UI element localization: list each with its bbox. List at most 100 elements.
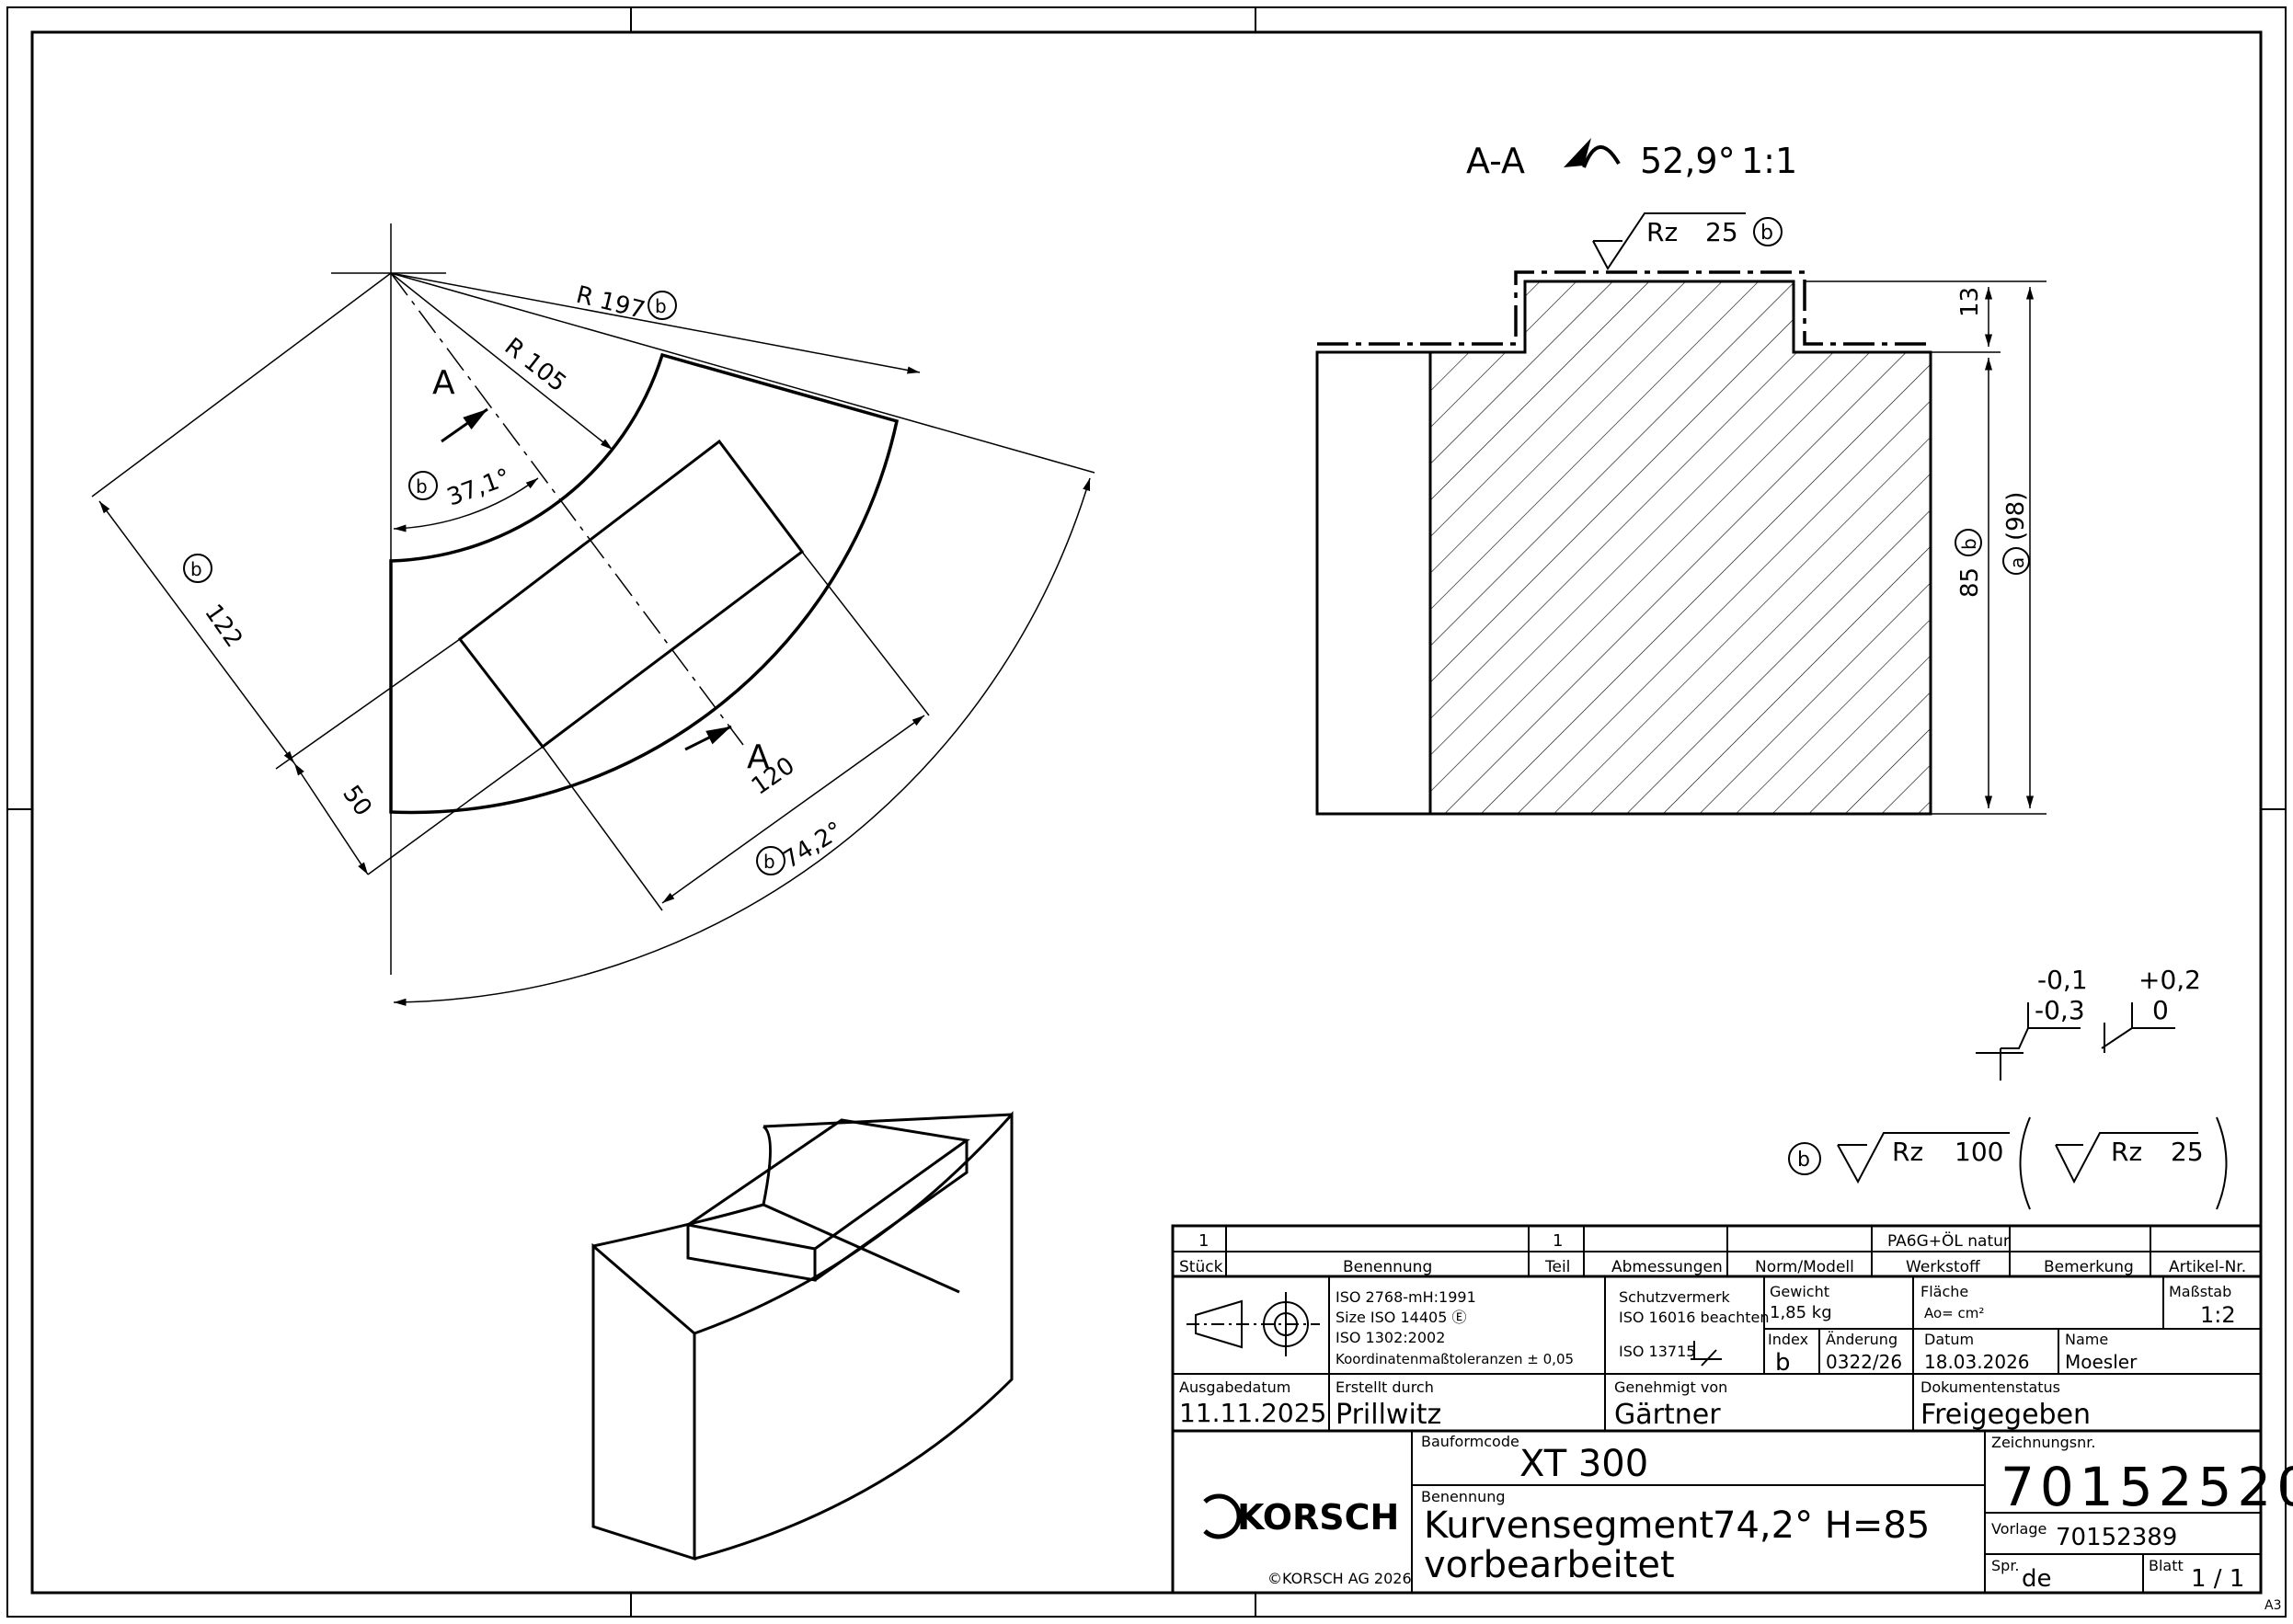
benennung-line1: Kurvensegment (1424, 1504, 1714, 1547)
parts-stueck-value: 1 (1198, 1231, 1209, 1251)
schutz-iso: ISO 13715 (1619, 1343, 1695, 1360)
gen-surface-v2: 25 (2171, 1137, 2204, 1167)
status-label: Dokumentenstatus (1920, 1378, 2060, 1396)
benennung-line1b: 74,2° H=85 (1713, 1504, 1930, 1547)
korsch-logo-text: KORSCH (1237, 1497, 1399, 1538)
section-rotation: 52,9° (1640, 141, 1736, 181)
name-value: Moesler (2065, 1351, 2138, 1373)
dim-angle-small-mark: b (416, 475, 428, 497)
zeichnung-label: Zeichnungsnr. (1991, 1434, 2095, 1451)
vorlage-label: Vorlage (1991, 1520, 2047, 1538)
parts-header-bemerkung: Bemerkung (2044, 1258, 2134, 1276)
gewicht-value: 1,85 kg (1770, 1303, 1832, 1322)
aenderung-value: 0322/26 (1826, 1351, 1902, 1373)
flaeche-label: Fläche (1920, 1283, 1968, 1300)
iso-view (591, 1111, 1014, 1561)
dim-85-mark: b (1958, 538, 1980, 550)
massstab-label: Maßstab (2169, 1283, 2231, 1300)
standard-3: ISO 1302:2002 (1336, 1329, 1445, 1346)
datum-label: Datum (1924, 1331, 1974, 1348)
sheet-size: A3 (2264, 1598, 2281, 1613)
edge-symbol-icon (1691, 1341, 1722, 1367)
parts-header-abmessungen: Abmessungen (1611, 1258, 1723, 1276)
blatt-value: 1 / 1 (2191, 1565, 2244, 1593)
standard-4: Koordinatenmaßtoleranzen ± 0,05 (1336, 1351, 1574, 1367)
ausgabe-label: Ausgabedatum (1179, 1378, 1290, 1396)
genehmigt-value: Gärtner (1614, 1399, 1721, 1431)
section-letter-bottom: A (747, 738, 770, 776)
parts-header-stueck: Stück (1179, 1258, 1223, 1276)
dim-r197: R 197 (573, 281, 648, 325)
massstab-value: 1:2 (2200, 1302, 2236, 1328)
section-letter-top: A (432, 364, 455, 402)
standard-2: Size ISO 14405 Ⓔ (1336, 1309, 1466, 1326)
bauform-value: XT 300 (1519, 1443, 1648, 1485)
rotation-arrow-icon (1582, 145, 1621, 168)
flaeche-value: Ao= cm² (1924, 1305, 1984, 1321)
index-value: b (1775, 1349, 1791, 1377)
dim-98: (98) (2002, 492, 2030, 541)
genehmigt-label: Genehmigt von (1614, 1378, 1727, 1396)
dim-r197-mark: b (655, 295, 667, 317)
name-label: Name (2065, 1331, 2108, 1348)
surface-top-mark: b (1760, 222, 1773, 245)
sprache-label: Spr. (1991, 1557, 2020, 1574)
sprache-value: de (2022, 1565, 2052, 1593)
section-title: A-A 52,9° 1:1 (1466, 138, 1797, 181)
parts-header-werkstoff: Werkstoff (1906, 1258, 1981, 1276)
dim-13: 13 (1956, 287, 1984, 317)
general-surface: b Rz 100 Rz 25 (1788, 1116, 2228, 1210)
zeichnung-value: 70152520 (2001, 1456, 2293, 1518)
index-label: Index (1768, 1331, 1808, 1348)
tol1-bottom: -0,3 (2035, 995, 2085, 1025)
tol1-top: -0,1 (2037, 965, 2088, 995)
tol2-bottom: 0 (2152, 995, 2169, 1025)
surface-top-rz: Rz (1646, 217, 1678, 247)
sheet-frame (6, 6, 2287, 1618)
title-block: 1 1 PA6G+ÖL natur Stück Benennung Teil A… (1171, 1224, 2293, 1595)
section-title-label: A-A (1466, 141, 1525, 181)
surface-top-value: 25 (1705, 217, 1738, 247)
schutz-label: Schutzvermerk (1619, 1288, 1731, 1306)
gen-surface-mark: b (1797, 1149, 1810, 1172)
gen-surface-v1: 100 (1955, 1137, 2003, 1167)
bauform-label: Bauformcode (1421, 1433, 1519, 1450)
parts-header-benennung: Benennung (1343, 1258, 1432, 1276)
dim-angle-small: 37,1° (443, 463, 514, 511)
copyright: ©KORSCH AG 2026 (1267, 1570, 1412, 1587)
plan-view: A A R 197 b R 105 b 37,1° b 122 50 120 b… (91, 223, 1095, 1006)
section-scale: 1:1 (1741, 141, 1797, 181)
ausgabe-value: 11.11.2025 (1179, 1398, 1326, 1428)
dim-85: 85 (1956, 567, 1984, 598)
dim-98-mark: a (2006, 557, 2028, 568)
status-value: Freigegeben (1920, 1399, 2091, 1431)
benennung-label: Benennung (1421, 1488, 1506, 1505)
tol2-top: +0,2 (2138, 965, 2201, 995)
section-hatch (1428, 280, 1932, 816)
section-side-block (1315, 350, 1432, 816)
dim-122-mark: b (190, 558, 202, 580)
surface-chain-line (1317, 270, 1931, 346)
dim-angle-big-mark: b (763, 851, 775, 873)
dim-50: 50 (337, 781, 377, 821)
vorlage-value: 70152389 (2056, 1524, 2177, 1551)
standard-1: ISO 2768-mH:1991 (1336, 1288, 1476, 1306)
section-view: Rz 25 b 13 85 b a (98) (1315, 212, 2047, 816)
korsch-logo: KORSCH (1203, 1493, 1399, 1539)
gewicht-label: Gewicht (1770, 1283, 1829, 1300)
datum-value: 18.03.2026 (1924, 1351, 2030, 1373)
parts-header-norm: Norm/Modell (1755, 1258, 1854, 1276)
aenderung-label: Änderung (1826, 1331, 1897, 1348)
parts-header-teil: Teil (1544, 1258, 1570, 1276)
projection-symbol-icon (1187, 1292, 1320, 1356)
parts-header-artikel: Artikel-Nr. (2169, 1258, 2246, 1276)
gen-surface-rz2: Rz (2111, 1137, 2142, 1167)
parts-teil-value: 1 (1553, 1231, 1563, 1251)
tolerance-symbols: -0,1 -0,3 +0,2 0 (1976, 965, 2201, 1081)
blatt-label: Blatt (2149, 1557, 2184, 1574)
erstellt-label: Erstellt durch (1336, 1378, 1434, 1396)
parts-werkstoff-value: PA6G+ÖL natur (1887, 1230, 2010, 1251)
erstellt-value: Prillwitz (1336, 1399, 1441, 1431)
schutz-text: ISO 16016 beachten (1619, 1309, 1770, 1326)
